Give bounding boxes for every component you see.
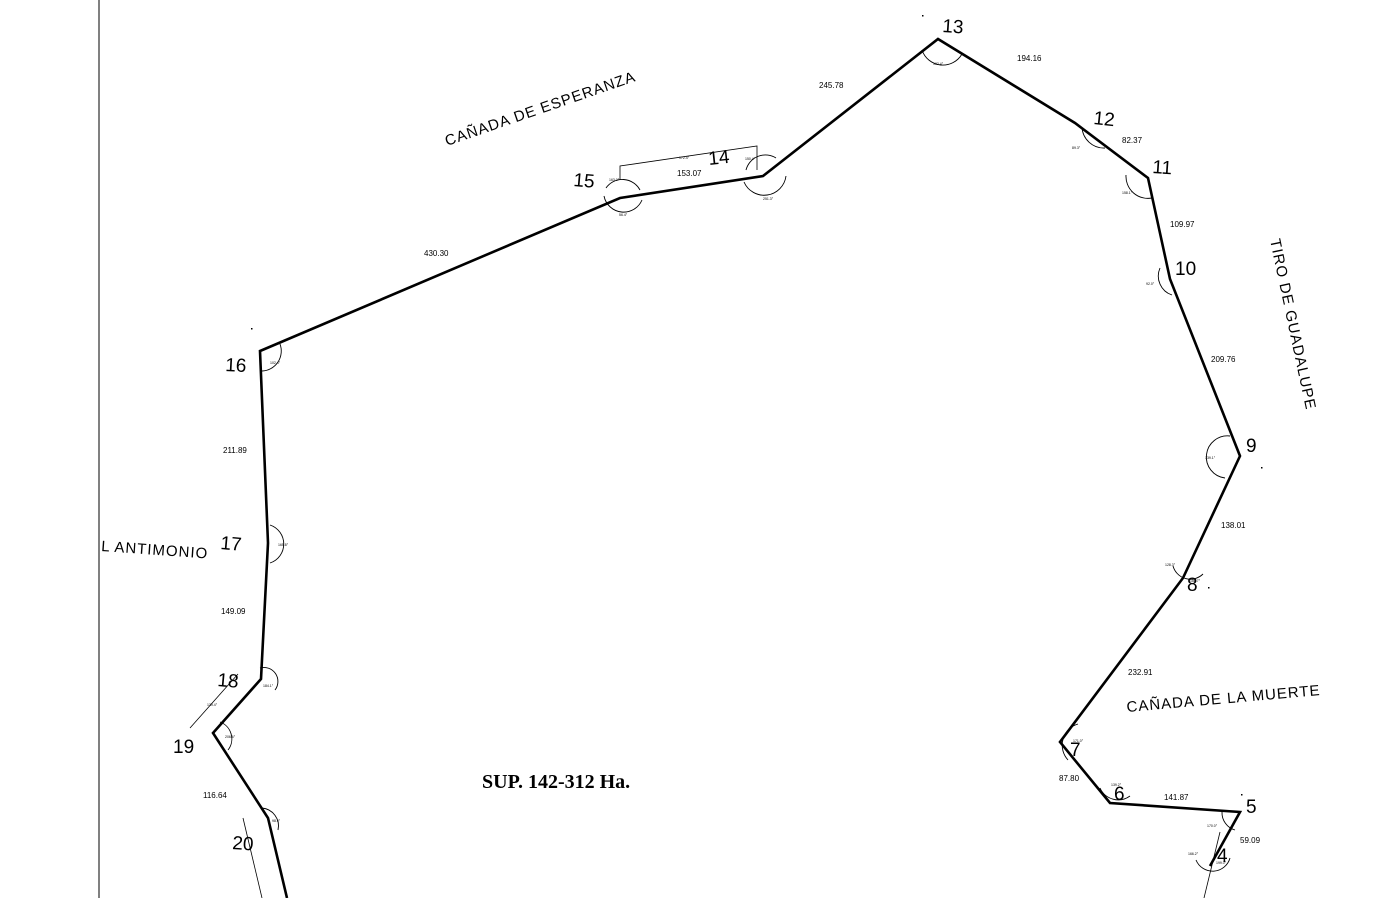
angle-label: 171.0°: [1073, 739, 1084, 743]
vertex-label: 16: [225, 355, 247, 377]
vertex-label: 17: [220, 533, 243, 556]
angle-label: 89.3°: [1072, 146, 1081, 150]
angle-label: 166.2°: [1188, 852, 1199, 856]
vertex-label: 4: [1217, 846, 1228, 867]
angle-label: 206.6°: [225, 735, 236, 739]
distance-label: 245.78: [819, 81, 844, 90]
vertex-label: 19: [173, 737, 194, 758]
angle-label: 128.3°: [1165, 563, 1176, 567]
distance-label: 194.16: [1017, 54, 1042, 63]
road-label-canada-esperanza: CAÑADA DE ESPERANZA: [443, 68, 638, 149]
distance-label: 430.30: [424, 249, 449, 258]
vertex-label: 6: [1114, 784, 1125, 805]
vertex-label: 8: [1187, 575, 1198, 596]
angle-label: 184.1°: [263, 684, 274, 688]
vertex-label: 18: [217, 670, 240, 693]
angle-label: 102.4°: [933, 62, 944, 66]
distance-label: 82.37: [1122, 136, 1143, 145]
angle-label: 199.0°: [1216, 861, 1227, 865]
road-label-tiro-guadalupe: TIRO DE GUADALUPE: [1266, 237, 1319, 411]
vertex-label: 7: [1070, 740, 1081, 761]
angle-arcs: [219, 49, 1236, 872]
angle-label: 92.0°: [1146, 282, 1155, 286]
distance-label: 153.07: [677, 169, 702, 178]
property-boundary: [211, 37, 1243, 898]
vertex-label: 11: [1152, 157, 1173, 179]
road-label-canada-muerte: CAÑADA DE LA MUERTE: [1126, 682, 1321, 716]
distance-label: 109.97: [1170, 220, 1195, 229]
vertex-label: 14: [707, 147, 731, 170]
vertex-label: 12: [1092, 108, 1115, 131]
angle-label: 251.3°: [763, 197, 774, 201]
extension-line: [1203, 831, 1221, 898]
distance-label: 87.80: [1059, 774, 1080, 783]
angle-label: 102.4°: [270, 361, 281, 365]
vertex-label: 15: [573, 170, 596, 193]
extension-line: [189, 673, 239, 729]
angle-label: 163.0°: [609, 178, 620, 182]
place-label-antimonio: L ANTIMONIO: [101, 538, 209, 562]
distance-label: 209.76: [1211, 355, 1236, 364]
distance-label: 232.91: [1128, 668, 1153, 677]
angle-label: 139.1°: [1205, 456, 1216, 460]
detail-bracket: [619, 145, 758, 180]
vertex-label: 10: [1175, 259, 1196, 280]
distance-label: 211.89: [223, 446, 247, 455]
vertex-label: 9: [1246, 436, 1257, 457]
distance-label: 59.09: [1240, 836, 1261, 845]
vertex-label: 20: [232, 833, 255, 855]
angle-labels: 102.4° 89.3° 158.1° 92.0° 139.1° 128.3° …: [207, 62, 1227, 865]
angle-label: 56.4°: [619, 213, 628, 217]
angle-label: 98.9°: [272, 819, 281, 823]
angle-label: 165.8°: [278, 543, 289, 547]
vertex-label: 5: [1246, 797, 1257, 818]
angle-label: 158.1°: [1122, 191, 1133, 195]
area-label: SUP. 142-312 Ha.: [482, 771, 630, 793]
vertex-label: 13: [942, 16, 965, 38]
distance-label: 141.87: [1164, 793, 1189, 802]
angle-label: 139.4°: [207, 703, 218, 707]
extension-line: [242, 817, 263, 898]
angle-label: 170.0°: [1207, 824, 1218, 828]
distance-label: 149.09: [221, 607, 246, 616]
distance-label: 116.64: [203, 791, 227, 800]
reference-dots: [251, 15, 1263, 796]
angle-label: 150.4°: [745, 157, 756, 161]
angle-label: 139.2°: [1111, 783, 1122, 787]
angle-label: 188.7°: [1190, 579, 1201, 583]
distance-label: 138.01: [1221, 521, 1246, 530]
angle-label: 172.4°: [679, 156, 690, 160]
